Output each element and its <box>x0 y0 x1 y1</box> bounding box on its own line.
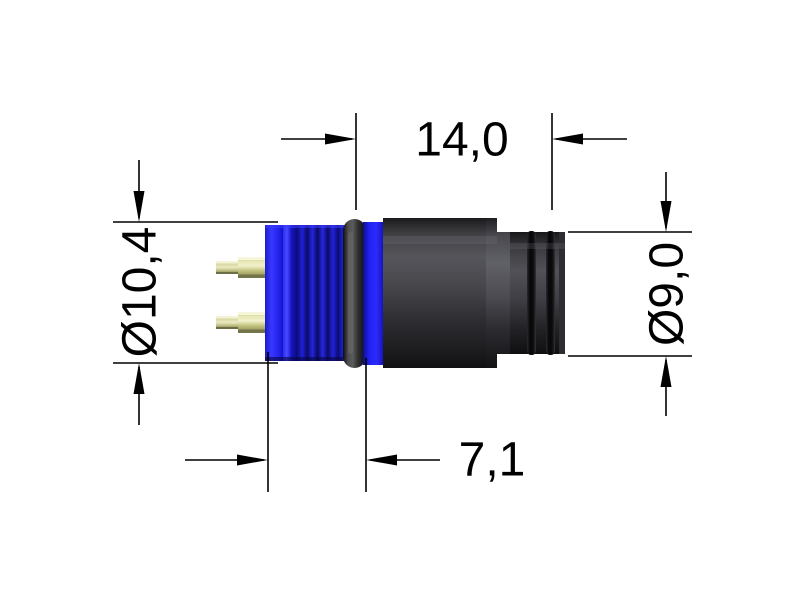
dimension-7-1-arrows <box>237 454 397 466</box>
dimension-label-diameter-9-0: Ø9,0 <box>641 242 694 346</box>
dimension-diameter-10-4-arrows <box>133 191 145 394</box>
contact-pin-upper <box>216 257 268 278</box>
contact-pin-lower <box>216 312 268 333</box>
arrowhead <box>660 201 672 232</box>
main-housing <box>383 218 520 368</box>
dimension-label-7-1: 7,1 <box>459 434 526 487</box>
arrowhead <box>237 454 268 466</box>
arrowhead <box>133 191 145 222</box>
dimension-label-14-0: 14,0 <box>415 114 508 167</box>
dimension-7-1 <box>185 352 440 492</box>
arrowhead <box>133 363 145 394</box>
insulator-front-face <box>265 225 283 361</box>
grip-groove <box>546 231 555 355</box>
connector-illustration <box>216 218 565 368</box>
dimension-diameter-9-0-arrows <box>660 201 672 387</box>
grip-groove <box>527 231 536 355</box>
arrowhead <box>366 454 397 466</box>
blue-band <box>363 222 384 365</box>
o-ring <box>343 219 366 368</box>
dimension-label-diameter-10-4: Ø10,4 <box>114 227 167 358</box>
arrowhead <box>552 133 583 145</box>
cable-exit-section <box>510 232 565 354</box>
arrowhead <box>325 133 356 145</box>
arrowhead <box>660 356 672 387</box>
dimension-14-0-arrows <box>325 133 583 145</box>
insulator-ribbed-section <box>283 225 347 361</box>
